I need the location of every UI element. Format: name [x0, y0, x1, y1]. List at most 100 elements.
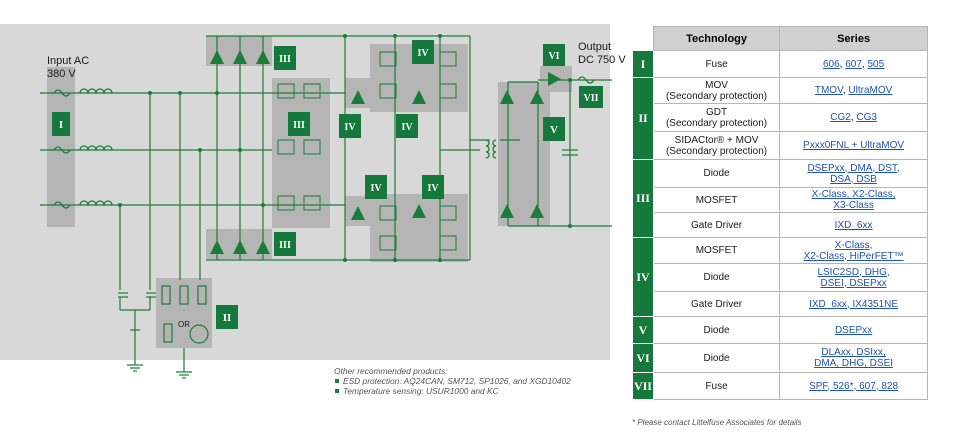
series-link[interactable]: DSEPxx, DMA, DST, DSA, DSB: [807, 162, 900, 185]
circuit-diagram: Input AC 380 V Output DC 750 V OR I II I…: [0, 24, 626, 379]
table-header-row: Technology Series: [632, 26, 928, 51]
notes-title: Other recommended products:: [334, 366, 448, 376]
series-link[interactable]: TMOV: [814, 85, 843, 96]
technology-cell: Diode: [652, 159, 781, 188]
series-header: Series: [779, 26, 928, 51]
series-link[interactable]: X-Class, X2-Class, X3-Class: [811, 189, 896, 211]
series-cell[interactable]: LSIC2SD, DHG, DSEI, DSEPxx: [779, 263, 928, 292]
series-cell[interactable]: X-Class, X2-Class, HiPerFET™: [779, 237, 928, 264]
svg-text:IV: IV: [427, 183, 439, 194]
svg-text:VI: VI: [548, 51, 559, 62]
table-row: SIDACtor® + MOV (Secondary protection)Px…: [633, 131, 928, 160]
category-badge: II: [632, 77, 654, 160]
series-link[interactable]: 606: [822, 58, 840, 70]
series-cell[interactable]: DSEPxx: [779, 316, 928, 344]
series-cell[interactable]: DLAxx, DSIxx, DMA, DHG, DSEI: [779, 343, 928, 373]
series-cell[interactable]: IXD_6xx: [779, 212, 928, 238]
series-link[interactable]: 607: [845, 58, 862, 70]
badge-rectifier-mid: III: [288, 112, 310, 136]
table-row: Diode LSIC2SD, DHG, DSEI, DSEPxx: [633, 263, 928, 292]
output-label-line2: DC 750 V: [578, 54, 626, 66]
series-link[interactable]: DSEPxx: [834, 324, 873, 336]
badge-protection: II: [216, 305, 238, 329]
series-link[interactable]: IXD_6xx: [834, 219, 873, 231]
series-cell[interactable]: X-Class, X2-Class, X3-Class: [779, 187, 928, 213]
input-fuses: [53, 76, 595, 209]
series-link[interactable]: 505: [867, 58, 885, 70]
other-products-notes: Other recommended products: ESD protecti…: [334, 366, 571, 396]
technology-cell: Gate Driver: [652, 212, 781, 238]
table-row: MOSFET X-Class, X2-Class, X3-Class: [633, 187, 928, 213]
category-badge: I: [632, 50, 654, 78]
svg-text:III: III: [279, 240, 291, 251]
technology-cell: Diode: [652, 316, 781, 344]
badge-layer: I II III III III IV IV IV IV IV V VI VII: [52, 40, 603, 329]
svg-text:III: III: [293, 120, 305, 131]
fuse-group: [47, 67, 75, 227]
svg-text:V: V: [550, 124, 558, 136]
series-cell[interactable]: Pxxx0FNL + UltraMOV: [779, 131, 928, 160]
series-cell[interactable]: DSEPxx, DMA, DST, DSA, DSB: [779, 159, 928, 188]
technology-cell: MOSFET: [652, 187, 781, 213]
svg-text:IV: IV: [401, 122, 413, 133]
svg-text:VII: VII: [583, 93, 598, 104]
svg-text:IV: IV: [417, 48, 429, 59]
badge-fuse: I: [52, 112, 70, 136]
badge-output-diode: VI: [543, 44, 565, 66]
category-badge: VI: [632, 343, 654, 373]
series-link[interactable]: CG2: [830, 112, 851, 123]
table-row: Gate Driver IXD_6xx, IX4351NE: [633, 291, 928, 317]
category-header: [632, 26, 654, 51]
badge-inverter-bl: IV: [365, 175, 387, 199]
series-link[interactable]: SPF, 526*, 607, 828: [809, 380, 899, 392]
badge-rectifier-bottom: III: [274, 232, 296, 256]
badge-inverter-tl: IV: [339, 114, 361, 138]
output-rectifier-group: [498, 82, 550, 226]
series-link[interactable]: DLAxx, DSIxx, DMA, DHG, DSEI: [814, 347, 894, 369]
note-item-esd: ESD protection: AQ24CAN, SM712, SP1026, …: [334, 376, 571, 386]
technology-cell: Diode: [652, 263, 781, 292]
technology-cell: MOSFET: [652, 237, 781, 264]
series-cell[interactable]: SPF, 526*, 607, 828: [779, 372, 928, 400]
protection-group: [156, 278, 212, 348]
series-cell[interactable]: CG2, CG3: [779, 103, 928, 132]
badge-rectifier-top: III: [274, 46, 296, 70]
mosfet-symbols: [277, 51, 457, 251]
category-badge: III: [632, 159, 654, 238]
category-badge: V: [632, 316, 654, 344]
technology-cell: Fuse: [652, 50, 781, 78]
series-link[interactable]: CG3: [856, 112, 877, 123]
svg-text:II: II: [223, 312, 232, 324]
series-cell[interactable]: IXD_6xx, IX4351NE: [779, 291, 928, 317]
junction-dots: [118, 34, 572, 262]
series-link[interactable]: Pxxx0FNL + UltraMOV: [803, 140, 905, 151]
series-cell[interactable]: 606, 607, 505: [779, 50, 928, 78]
technology-cell: GDT (Secondary protection): [652, 103, 781, 132]
input-label-line2: 380 V: [47, 68, 76, 80]
badge-output-rectifier: V: [543, 117, 565, 141]
series-link[interactable]: X-Class, X2-Class, HiPerFET™: [803, 239, 904, 262]
category-badge: VII: [632, 372, 654, 400]
table-row: Gate Driver IXD_6xx: [633, 212, 928, 238]
series-link[interactable]: LSIC2SD, DHG, DSEI, DSEPxx: [817, 266, 890, 289]
series-link[interactable]: IXD_6xx, IX4351NE: [809, 298, 899, 310]
svg-text:III: III: [279, 54, 291, 65]
technology-cell: Gate Driver: [652, 291, 781, 317]
series-link[interactable]: UltraMOV: [848, 85, 893, 96]
protection-components: [161, 285, 209, 344]
output-label-line1: Output: [578, 41, 611, 53]
highlight-groups: [47, 36, 572, 348]
table-row: GDT (Secondary protection)CG2, CG3: [633, 103, 928, 132]
badge-inverter-mid: IV: [396, 114, 418, 138]
technology-cell: Fuse: [652, 372, 781, 400]
input-label-line1: Input AC: [47, 55, 89, 67]
technology-cell: Diode: [652, 343, 781, 373]
series-cell[interactable]: TMOV, UltraMOV: [779, 77, 928, 104]
